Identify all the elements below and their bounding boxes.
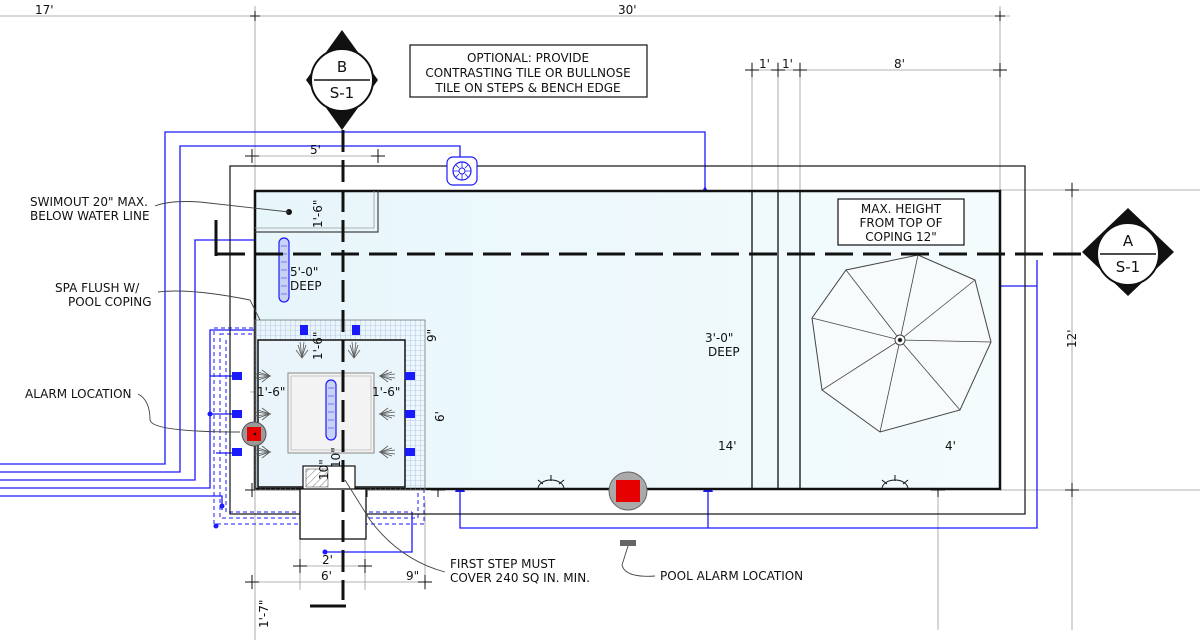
dim-30: 30' [618,3,637,17]
dim-1a: 1' [759,57,770,71]
swimout-note-2: BELOW WATER LINE [30,209,150,223]
first-step-note-2: COVER 240 SQ IN. MIN. [450,571,590,585]
max-height-line-2: FROM TOP OF [859,216,942,230]
depth-5-label: 5'-0" [290,265,318,279]
optional-tile-note: OPTIONAL: PROVIDE CONTRASTING TILE OR BU… [409,44,648,98]
optional-tile-line-3: TILE ON STEPS & BENCH EDGE [434,81,620,95]
dim-spa-1-6-left: 1'-6" [257,385,285,399]
dim-17: 17' [35,3,54,17]
dim-spa-1-6-top: 1'-6" [311,332,325,360]
dim-14: 14' [718,439,737,453]
section-line-a [214,220,1095,256]
section-a-letter: A [1123,232,1134,250]
pool-alarm-note: POOL ALARM LOCATION [660,569,803,583]
section-b-letter: B [337,58,347,76]
leader-lines [137,201,656,577]
dim-1b: 1' [782,57,793,71]
dim-9: 9" [406,569,419,583]
depth-3-deep: DEEP [708,345,740,359]
dim-spa-9: 9" [425,329,439,342]
dim-6: 6' [321,569,332,583]
dim-step-10a: 10" [317,459,331,480]
dim-2: 2' [322,553,333,567]
max-height-line-1: MAX. HEIGHT [861,202,942,216]
umbrella-icon [811,254,992,433]
dim-12: 12' [1065,329,1079,348]
deck-outline [229,165,1026,515]
dim-step-10b: 10" [329,447,343,468]
first-step-note-1: FIRST STEP MUST [450,557,556,571]
spa-flush-note-1: SPA FLUSH W/ [55,281,140,295]
section-line-b [310,100,346,608]
pool-steps [751,191,801,489]
section-b-sheet: S-1 [330,84,354,102]
spa-flush-note-2: POOL COPING [68,295,152,309]
swimout-note-1: SWIMOUT 20" MAX. [30,195,148,209]
max-height-note: MAX. HEIGHT FROM TOP OF COPING 12" [837,198,965,246]
max-height-line-3: COPING 12" [865,230,936,244]
alarm-icon [241,421,648,546]
optional-tile-line-1: OPTIONAL: PROVIDE [467,51,589,65]
dim-1-7: 1'-7" [257,600,271,628]
section-tag-a: A S-1 [1082,208,1174,296]
optional-tile-line-2: CONTRASTING TILE OR BULLNOSE [425,66,630,80]
dim-spa-6: 6' [433,411,447,422]
dim-8: 8' [894,57,905,71]
section-tag-b: B S-1 [306,30,378,130]
swimout-bench [255,191,379,233]
depth-3-label: 3'-0" [705,331,733,345]
skimmer-icon [446,156,478,186]
depth-5-deep: DEEP [290,279,322,293]
dim-5: 5' [310,143,321,157]
section-a-sheet: S-1 [1116,258,1140,276]
spa-jet-icon [232,325,415,459]
drain-icon [278,237,337,441]
dim-swim-1-6: 1'-6" [311,200,325,228]
dim-4: 4' [945,439,956,453]
alarm-location-note: ALARM LOCATION [25,387,132,401]
dim-spa-1-6-right: 1'-6" [372,385,400,399]
spa-return-line [325,512,413,553]
